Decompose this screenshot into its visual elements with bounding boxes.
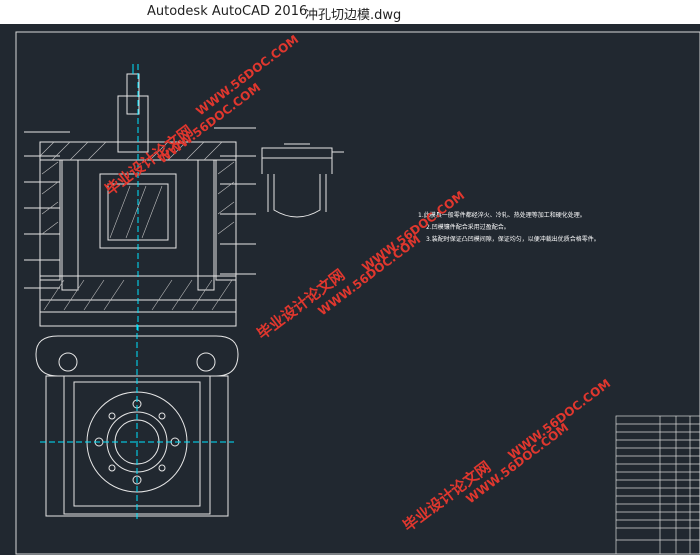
watermark-4: WWW.56DOC.COM: [359, 188, 467, 274]
note-line-2: 2.凹模镶件配合采用过盈配合。: [426, 223, 510, 231]
watermark-site: WWW.56DOC.COM: [359, 188, 467, 274]
file-title: 冲孔切边模.dwg: [305, 8, 402, 23]
drawing-canvas[interactable]: 1.此模具一般零件都经淬火、冷轧、热处理等加工和硬化处理。 2.凹模镶件配合采用…: [0, 24, 700, 555]
punch-shank: [126, 73, 140, 115]
die-section-view: [24, 64, 256, 334]
title-block: [615, 415, 700, 555]
note-line-3: 3.装配时保证凸凹模间隙，保证均匀，以便冲裁出优质合格零件。: [426, 235, 600, 243]
section-hatching: [39, 141, 235, 311]
watermark-site: WWW.56DOC.COM: [155, 80, 263, 166]
punch-holder: [117, 95, 149, 153]
watermark-site: WWW.56DOC.COM: [193, 32, 301, 118]
technical-notes: 1.此模具一般零件都经淬火、冷轧、热处理等加工和硬化处理。 2.凹模镶件配合采用…: [418, 211, 600, 243]
watermark-1: 毕业设计论文网 WWW.56DOC.COM: [102, 80, 264, 199]
app-title: Autodesk AutoCAD 2016: [147, 4, 308, 19]
title-bar: Autodesk AutoCAD 2016 冲孔切边模.dwg: [0, 0, 700, 24]
cad-drawing: 1.此模具一般零件都经淬火、冷轧、热处理等加工和硬化处理。 2.凹模镶件配合采用…: [15, 31, 700, 555]
watermark-site: WWW.56DOC.COM: [505, 376, 613, 462]
watermark-2: WWW.56DOC.COM: [193, 32, 301, 118]
drawing-border: [15, 31, 700, 555]
note-line-1: 1.此模具一般零件都经淬火、冷轧、热处理等加工和硬化处理。: [418, 211, 586, 219]
die-plan-view: [35, 324, 239, 520]
watermark-6: WWW.56DOC.COM: [505, 376, 613, 462]
part-detail-view: [261, 143, 344, 218]
